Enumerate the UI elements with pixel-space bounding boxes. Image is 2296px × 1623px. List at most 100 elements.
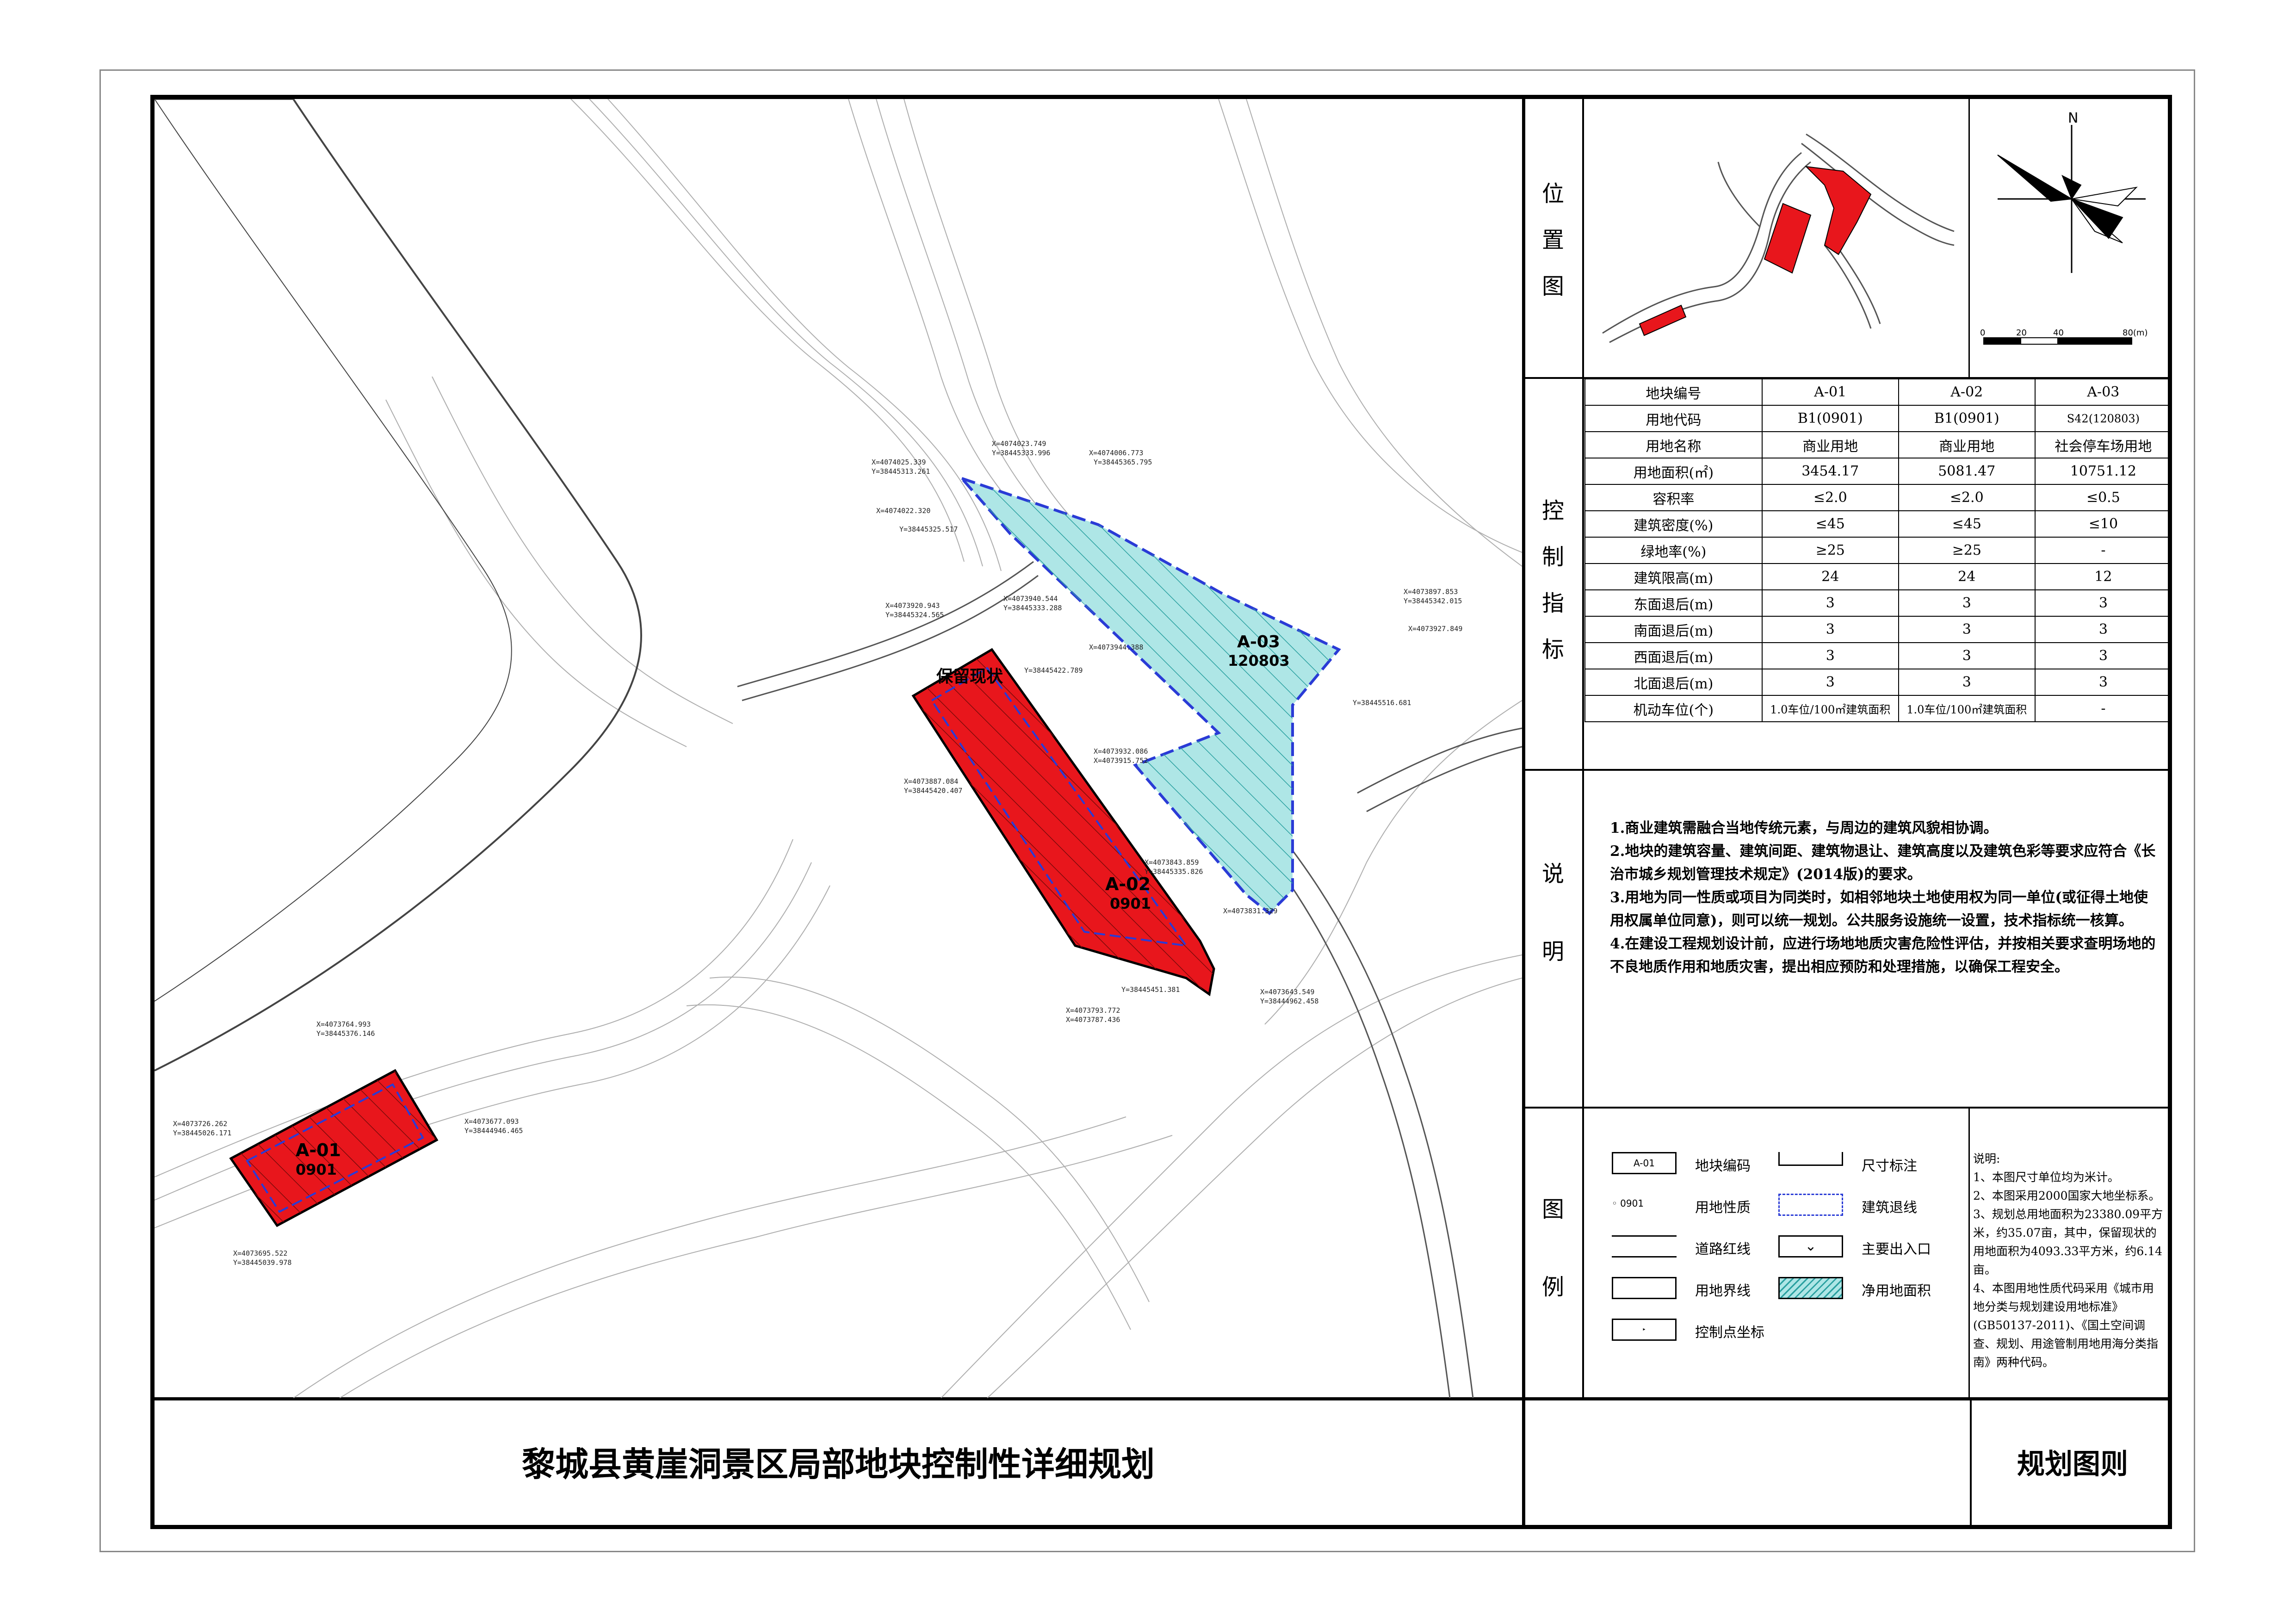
- control-cell: ≥25: [1898, 537, 2036, 564]
- location-key-map: [1602, 133, 1955, 343]
- note-4: 4.在建设工程规划设计前，应进行场地地质灾害危险性评估，并按相关要求查明场地的不…: [1610, 935, 2156, 975]
- control-row-key: 建筑密度(%): [1584, 510, 1763, 538]
- north-arrow-label: N: [2068, 110, 2078, 126]
- svg-text:X=4073677.093: X=4073677.093: [464, 1117, 519, 1126]
- retained-label: 保留现状: [936, 667, 1003, 686]
- svg-text:X=4074023.749: X=4074023.749: [992, 440, 1046, 448]
- svg-text:X=4073787.436: X=4073787.436: [1066, 1016, 1120, 1024]
- control-cell: 商业用地: [1761, 431, 1899, 458]
- svg-text:Y=38445333.996: Y=38445333.996: [992, 449, 1050, 457]
- legend-label-road-red-line: 道路红线: [1695, 1241, 1751, 1258]
- divider-title-name: [1970, 1397, 1972, 1529]
- control-cell: -: [2034, 537, 2172, 564]
- plot-a01-code: 0901: [296, 1161, 337, 1178]
- section-label-legend: 图例: [1541, 1196, 1564, 1300]
- legend-label-main-entrance: 主要出入口: [1862, 1241, 1931, 1258]
- svg-text:Y=38445516.681: Y=38445516.681: [1353, 699, 1411, 707]
- plot-a03-id: A-03: [1237, 632, 1280, 651]
- control-cell: 3454.17: [1761, 458, 1899, 485]
- coordinate-annotations: X=4074025.339 Y=38445313.261 X=4074022.3…: [173, 440, 1462, 1267]
- main-road: [737, 561, 1522, 1398]
- keymap-plot-a01: [1639, 304, 1687, 336]
- control-cell: B1(0901): [1898, 405, 2036, 432]
- control-row-key: 绿地率(%): [1584, 537, 1763, 564]
- svg-text:Y=38445324.565: Y=38445324.565: [885, 611, 944, 619]
- legend-label-dimension: 尺寸标注: [1862, 1158, 1917, 1174]
- divider-legend-notes: [1968, 1108, 1970, 1397]
- legend-symbol-plot-code: A-01: [1612, 1152, 1677, 1174]
- drawing-frame: [150, 95, 2172, 1529]
- control-cell: 3: [2034, 669, 2172, 696]
- section-label-location: 位置图: [1541, 181, 1564, 299]
- divider-title-block: [155, 1397, 2172, 1400]
- divider-keymap-compass: [1968, 95, 1970, 377]
- drawing-title: 黎城县黄崖洞景区局部地块控制性详细规划: [521, 1445, 1155, 1484]
- control-cell: 24: [1898, 563, 2036, 590]
- control-cell: ≤2.0: [1761, 484, 1899, 511]
- outer-frame: [99, 69, 2195, 1552]
- control-cell: 商业用地: [1898, 431, 2036, 458]
- legend-label-land-boundary: 用地界线: [1695, 1283, 1751, 1299]
- svg-text:X=4073897.853: X=4073897.853: [1404, 588, 1458, 596]
- svg-text:X=4073927.849: X=4073927.849: [1408, 625, 1462, 633]
- svg-text:Y=38445313.261: Y=38445313.261: [872, 467, 930, 476]
- control-cell: 3: [1761, 589, 1899, 617]
- legend-label-net-land-area: 净用地面积: [1862, 1283, 1931, 1299]
- keymap-plot-a03: [1805, 166, 1872, 255]
- control-row-key: 东面退后(m): [1584, 589, 1763, 617]
- svg-text:X=4073940.544: X=4073940.544: [1003, 595, 1058, 603]
- legend-label-control-point: 控制点坐标: [1695, 1325, 1764, 1341]
- control-row-key: 机动车位(个): [1584, 695, 1763, 722]
- legend-symbol-road-red-line: [1612, 1235, 1677, 1258]
- svg-text:X=4073920.943: X=4073920.943: [885, 601, 940, 610]
- note-3: 3.用地为同一性质或项目为同类时，如相邻地块土地使用权为同一单位(或征得土地使用…: [1610, 889, 2148, 929]
- legend-notes: 说明: 1、本图尺寸单位均为米计。 2、本图采用2000国家大地坐标系。 3、规…: [1973, 1152, 2163, 1369]
- svg-text:0: 0: [1980, 328, 1985, 338]
- divider-notes-legend: [1525, 1107, 2172, 1109]
- control-row-key: 地块编号: [1584, 378, 1763, 406]
- control-cell: ≤0.5: [2034, 484, 2172, 511]
- control-row: 容积率≤2.0≤2.0≤0.5: [1584, 484, 2172, 511]
- scale-bar: [1983, 337, 2132, 345]
- control-cell: ≥25: [1761, 537, 1899, 564]
- control-row-key: 北面退后(m): [1584, 669, 1763, 696]
- control-row: 建筑密度(%)≤45≤45≤10: [1584, 510, 2172, 538]
- control-cell: 3: [2034, 642, 2172, 669]
- legend-symbol-control-point: ▸: [1612, 1319, 1677, 1341]
- svg-text:Y=38445039.978: Y=38445039.978: [233, 1258, 291, 1267]
- svg-text:Y=38445335.826: Y=38445335.826: [1145, 867, 1203, 876]
- svg-text:X=4073831.329: X=4073831.329: [1223, 907, 1277, 915]
- control-cell: 5081.47: [1898, 458, 2036, 485]
- control-cell: ≤10: [2034, 510, 2172, 538]
- svg-text:Y=38445376.146: Y=38445376.146: [316, 1029, 375, 1038]
- control-cell: S42(120803): [2034, 405, 2172, 432]
- legend-label-plot-code: 地块编码: [1695, 1158, 1751, 1174]
- compass-and-scale: N 0 20 40 80(m): [1980, 110, 2147, 345]
- svg-text:X=4074006.773: X=4074006.773: [1089, 449, 1143, 457]
- control-row-key: 用地面积(㎡): [1584, 458, 1763, 485]
- plot-a02-code: 0901: [1110, 895, 1151, 912]
- svg-text:X=4073843.859: X=4073843.859: [1145, 858, 1199, 867]
- svg-text:X=4073887.084: X=4073887.084: [904, 777, 958, 786]
- control-cell: 3: [2034, 616, 2172, 643]
- svg-text:X=4073726.262: X=4073726.262: [173, 1120, 227, 1128]
- map-canvas: A-03 120803 保留现状 A-02 0901 A-01 0901 X=4…: [155, 99, 1522, 1398]
- svg-text:X=4074022.320: X=4074022.320: [876, 507, 930, 515]
- valley-road: [155, 99, 642, 1072]
- svg-text:X=4073915.752: X=4073915.752: [1094, 756, 1148, 765]
- control-cell: 3: [1898, 589, 2036, 617]
- control-row-key: 建筑限高(m): [1584, 563, 1763, 590]
- svg-text:40: 40: [2053, 328, 2064, 338]
- control-cell: 3: [1898, 669, 2036, 696]
- control-row: 绿地率(%)≥25≥25-: [1584, 537, 2172, 564]
- legend-label-land-use: 用地性质: [1695, 1200, 1751, 1216]
- control-cell: 1.0车位/100㎡建筑面积: [1898, 695, 2036, 722]
- control-cell: 3: [1761, 669, 1899, 696]
